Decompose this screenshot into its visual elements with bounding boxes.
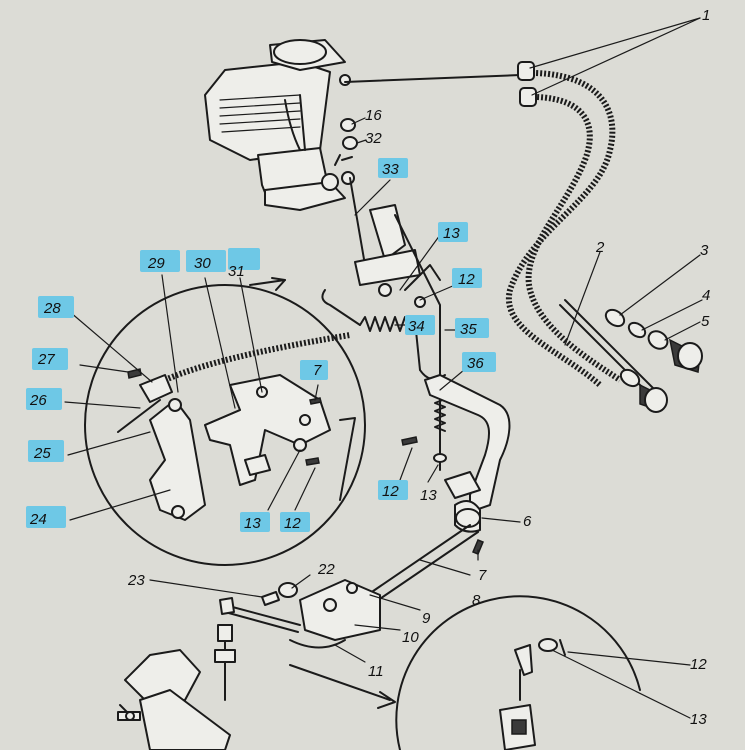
accelerator-pedal bbox=[117, 649, 231, 750]
label-24: 24 bbox=[29, 511, 47, 528]
label-13-mid: 13 bbox=[420, 487, 437, 504]
detail-circle-pedal-lever bbox=[84, 277, 366, 566]
label-12-mid: 12 bbox=[382, 483, 399, 500]
label-27: 27 bbox=[37, 351, 55, 368]
label-34: 34 bbox=[408, 318, 425, 335]
part-labels: 1 2 3 4 5 6 7 7 8 9 10 11 12 12 12 12 13… bbox=[29, 7, 710, 728]
label-7: 7 bbox=[478, 567, 487, 584]
label-5: 5 bbox=[701, 313, 710, 330]
label-9: 9 bbox=[422, 610, 431, 627]
pedal-shaft bbox=[359, 374, 511, 608]
label-3: 3 bbox=[700, 242, 709, 259]
label-12-top: 12 bbox=[458, 271, 475, 288]
label-13-top: 13 bbox=[443, 225, 460, 242]
label-4: 4 bbox=[702, 287, 710, 304]
loose-parts bbox=[305, 118, 484, 555]
label-23: 23 bbox=[127, 572, 145, 589]
label-29: 29 bbox=[147, 255, 165, 272]
label-26: 26 bbox=[29, 392, 47, 409]
label-6: 6 bbox=[523, 513, 532, 530]
label-22: 22 bbox=[317, 561, 335, 578]
label-28: 28 bbox=[43, 300, 61, 317]
label-7-detail: 7 bbox=[313, 362, 322, 379]
label-32: 32 bbox=[365, 130, 382, 147]
label-12-detail: 12 bbox=[284, 515, 301, 532]
label-highlights bbox=[26, 158, 496, 532]
label-30: 30 bbox=[194, 255, 211, 272]
label-12-bottom: 12 bbox=[690, 656, 707, 673]
label-33: 33 bbox=[382, 161, 399, 178]
label-11: 11 bbox=[368, 663, 384, 680]
label-36: 36 bbox=[467, 355, 484, 372]
label-31: 31 bbox=[228, 263, 245, 280]
carburetor bbox=[204, 39, 355, 211]
label-10: 10 bbox=[402, 629, 419, 646]
label-16: 16 bbox=[365, 107, 382, 124]
throttle-lever-assembly bbox=[334, 154, 441, 361]
leader-lines bbox=[64, 17, 703, 719]
label-2: 2 bbox=[595, 239, 605, 256]
label-35: 35 bbox=[460, 321, 477, 338]
label-8: 8 bbox=[472, 592, 481, 609]
label-25: 25 bbox=[33, 445, 51, 462]
label-1: 1 bbox=[702, 7, 710, 24]
label-13-detail: 13 bbox=[244, 515, 261, 532]
label-13-bottom: 13 bbox=[690, 711, 707, 728]
lower-bracket bbox=[214, 579, 381, 701]
detail-circle-rod-end bbox=[289, 595, 641, 750]
